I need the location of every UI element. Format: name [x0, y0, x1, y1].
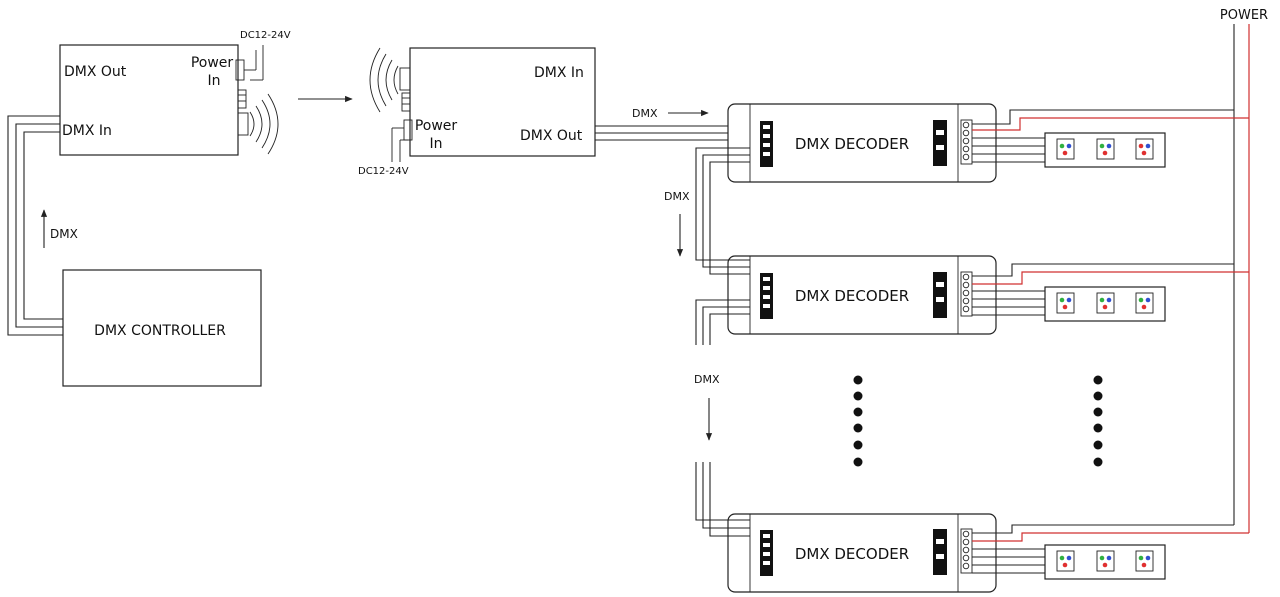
transmitter-power-label: Power: [191, 55, 234, 71]
led-output-wires: [972, 137, 1045, 574]
dmx-decoder-3: DMX DECODER: [727, 513, 997, 593]
continuation-dots-strips: [1093, 375, 1103, 467]
transmitter-dmx-out-label: DMX Out: [64, 64, 127, 80]
continuation-dots-decoders: [853, 375, 863, 467]
dmx-controller: DMX CONTROLLER: [62, 269, 262, 387]
transmitter-antenna-icon: [237, 112, 249, 136]
transmitter-in-label: In: [207, 73, 220, 89]
decoder-2-label: DMX DECODER: [795, 287, 909, 305]
receiver-power-label: Power: [415, 118, 458, 134]
transmitter-dmx-in-label: DMX In: [62, 123, 112, 139]
dmx-label-2-3: DMX: [694, 373, 720, 386]
dmx-label-1-2: DMX: [664, 190, 690, 203]
led-strip-3: [1044, 544, 1166, 580]
transmitter-connector: [237, 89, 247, 109]
decoder-1-label: DMX DECODER: [795, 135, 909, 153]
controller-dmx-wires: [7, 115, 63, 336]
receiver-in-label: In: [429, 136, 442, 152]
dmx-decoder-1: DMX DECODER: [727, 103, 997, 183]
controller-label: DMX CONTROLLER: [94, 323, 226, 339]
transmitter-voltage-label: DC12-24V: [240, 30, 291, 41]
decoder-3-label: DMX DECODER: [795, 545, 909, 563]
power-label: POWER: [1220, 8, 1268, 23]
receiver-antenna-icon: [399, 67, 411, 91]
controller-dmx-label: DMX: [50, 227, 78, 241]
wireless-transmitter: DMX Out DMX In Power In DC12-24V: [59, 30, 291, 156]
dmx-decoder-2: DMX DECODER: [727, 255, 997, 335]
top-dmx-label: DMX: [632, 107, 658, 120]
decoder-chain-wires: [695, 147, 750, 537]
led-strip-2: [1044, 286, 1166, 322]
wireless-receiver: DMX In DMX Out Power In DC12-24V: [358, 47, 596, 177]
power-bus: [972, 24, 1250, 542]
led-strip-1: [1044, 132, 1166, 168]
receiver-voltage-label: DC12-24V: [358, 166, 409, 177]
receiver-to-decoder-wires: [595, 125, 750, 141]
receiver-dmx-out-label: DMX Out: [520, 128, 583, 144]
receiver-dmx-in-label: DMX In: [534, 65, 584, 81]
receiver-connector: [401, 92, 411, 112]
